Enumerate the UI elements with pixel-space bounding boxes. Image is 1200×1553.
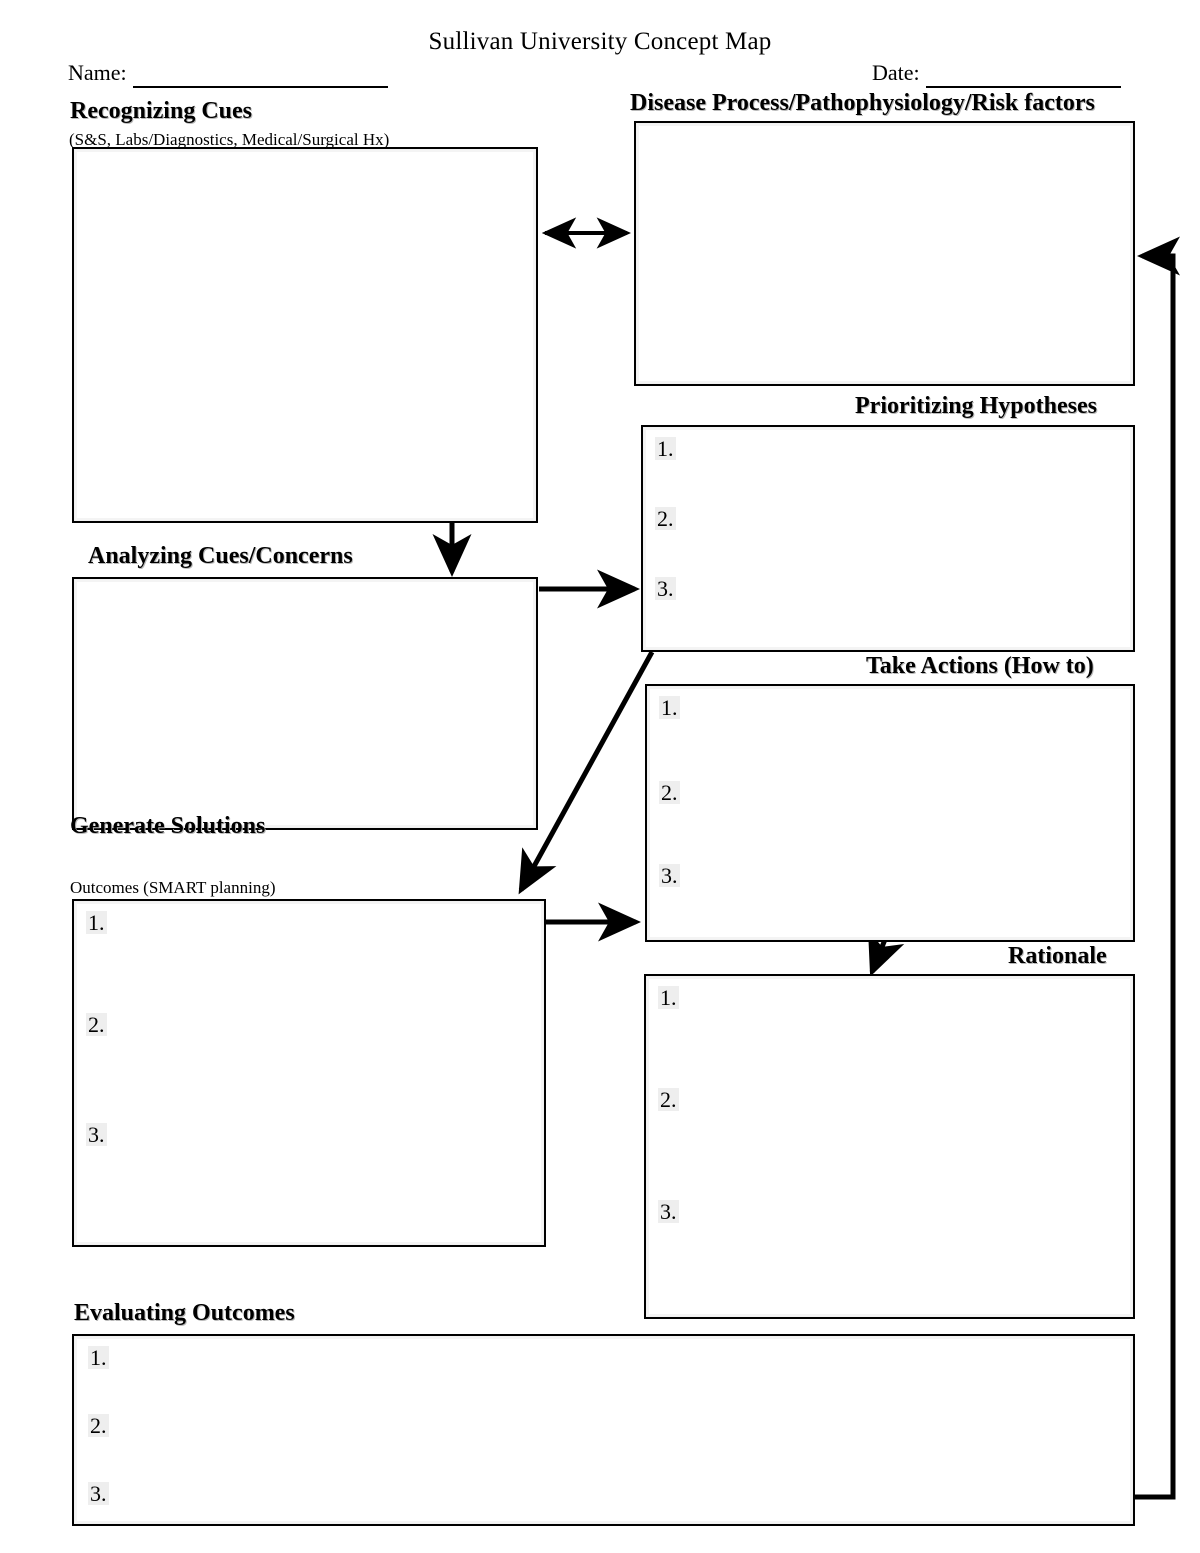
heading-evaluating-outcomes: Evaluating Outcomes xyxy=(74,1300,295,1326)
name-field-label: Name: xyxy=(68,60,127,85)
textbox-generate-solutions[interactable]: 1. 2. 3. xyxy=(72,899,546,1247)
list-item: 3. xyxy=(659,863,680,888)
textbox-take-actions[interactable]: 1. 2. 3. xyxy=(645,684,1135,942)
heading-disease-process: Disease Process/Pathophysiology/Risk fac… xyxy=(630,90,1095,116)
heading-rationale: Rationale xyxy=(1008,943,1107,969)
heading-recognizing-cues: Recognizing Cues xyxy=(70,98,252,124)
page-title: Sullivan University Concept Map xyxy=(428,28,772,55)
textbox-recognizing-cues[interactable] xyxy=(72,147,538,523)
list-item: 1. xyxy=(655,436,676,461)
list-item: 2. xyxy=(88,1413,109,1438)
heading-generate-solutions: Generate Solutions xyxy=(70,813,266,839)
date-field-rule[interactable] xyxy=(925,60,1121,88)
list-item: 2. xyxy=(659,780,680,805)
textbox-disease-process[interactable] xyxy=(634,121,1135,386)
subtitle-recognizing-cues: (S&S, Labs/Diagnostics, Medical/Surgical… xyxy=(69,130,390,149)
list-item: 3. xyxy=(658,1199,679,1224)
heading-take-actions: Take Actions (How to) xyxy=(866,653,1094,679)
subtitle-generate-solutions: Outcomes (SMART planning) xyxy=(70,878,276,897)
list-item: 3. xyxy=(655,576,676,601)
textbox-analyzing-cues[interactable] xyxy=(72,577,538,830)
list-item: 2. xyxy=(86,1012,107,1037)
list-item: 2. xyxy=(658,1087,679,1112)
name-field[interactable]: Name: xyxy=(68,60,388,88)
connector-hypotheses-to-solutions xyxy=(518,650,655,895)
list-item: 3. xyxy=(88,1481,109,1506)
list-item: 2. xyxy=(655,506,676,531)
connector-actions-to-rationale xyxy=(868,929,905,977)
list-item: 1. xyxy=(658,985,679,1010)
name-field-rule[interactable] xyxy=(132,60,388,88)
textbox-rationale[interactable]: 1. 2. 3. xyxy=(644,974,1135,1319)
textbox-prioritizing-hypotheses[interactable]: 1. 2. 3. xyxy=(641,425,1135,652)
date-field[interactable]: Date: xyxy=(872,60,1121,88)
list-item: 1. xyxy=(659,695,680,720)
list-item: 1. xyxy=(88,1345,109,1370)
list-item: 1. xyxy=(86,910,107,935)
list-item: 3. xyxy=(86,1122,107,1147)
date-field-label: Date: xyxy=(872,60,920,85)
heading-prioritizing-hypotheses: Prioritizing Hypotheses xyxy=(855,393,1097,419)
connector-outcomes-feedback-loop xyxy=(1135,236,1180,1500)
textbox-evaluating-outcomes[interactable]: 1. 2. 3. xyxy=(72,1334,1135,1526)
heading-analyzing-cues: Analyzing Cues/Concerns xyxy=(88,543,353,569)
